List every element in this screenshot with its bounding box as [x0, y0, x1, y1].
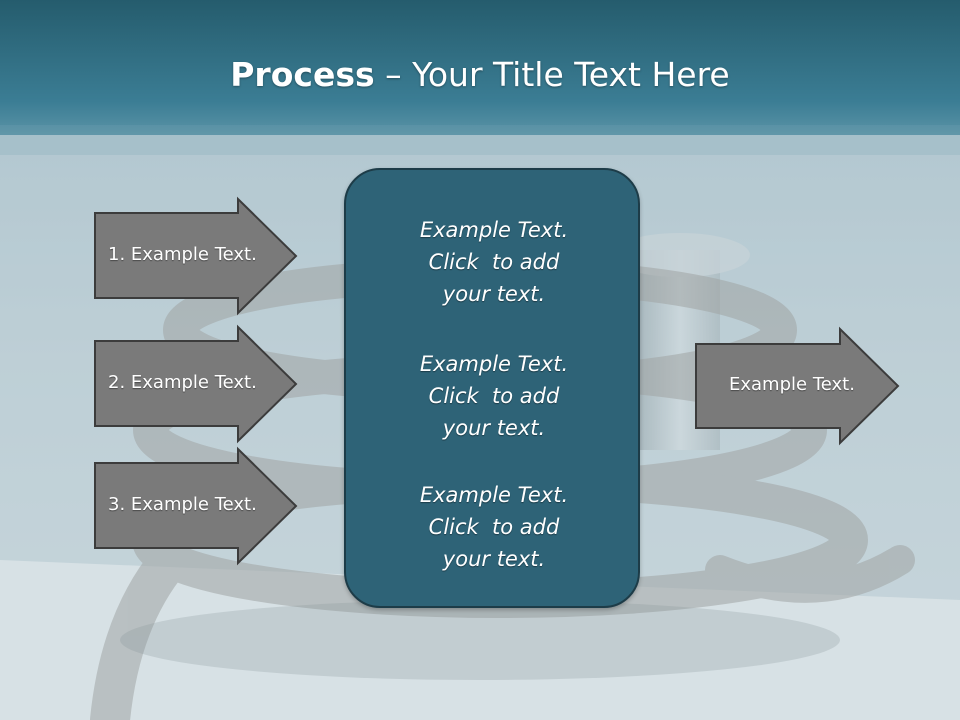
center-text-box[interactable]: Example Text. Click to add your text. Ex… — [344, 168, 640, 608]
center-item-line: your text. — [346, 543, 642, 575]
center-item-3: Example Text. Click to add your text. — [346, 479, 642, 575]
left-arrow-3-label: 3. Example Text. — [108, 494, 257, 515]
center-item-line: your text. — [346, 278, 642, 310]
center-item-line: Example Text. — [346, 479, 642, 511]
center-item-1: Example Text. Click to add your text. — [346, 214, 642, 310]
center-item-line: Click to add — [346, 380, 642, 412]
center-item-2: Example Text. Click to add your text. — [346, 348, 642, 444]
title-bold: Process — [230, 55, 374, 94]
right-arrow-label: Example Text. — [729, 374, 855, 395]
left-arrow-1-label: 1. Example Text. — [108, 244, 257, 265]
center-item-line: Click to add — [346, 246, 642, 278]
center-item-line: Example Text. — [346, 348, 642, 380]
center-item-line: Example Text. — [346, 214, 642, 246]
center-item-line: Click to add — [346, 511, 642, 543]
center-item-line: your text. — [346, 412, 642, 444]
title-rest: – Your Title Text Here — [375, 55, 730, 94]
slide-title[interactable]: Process – Your Title Text Here — [0, 52, 960, 98]
left-arrow-2-label: 2. Example Text. — [108, 372, 257, 393]
